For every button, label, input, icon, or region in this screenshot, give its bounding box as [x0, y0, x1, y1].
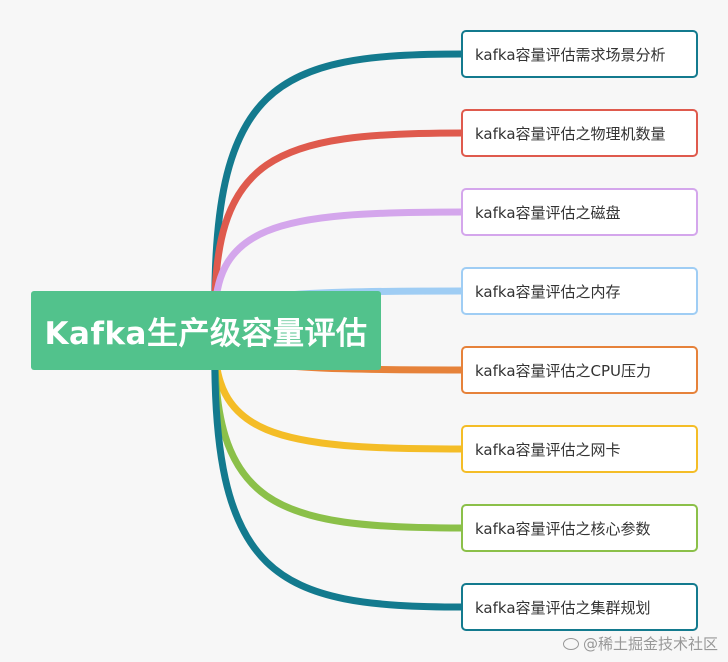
branch-node-3[interactable]: kafka容量评估之磁盘 — [461, 188, 698, 236]
branch-link-8 — [211, 326, 467, 611]
branch-link-2 — [211, 129, 467, 334]
branch-node-8[interactable]: kafka容量评估之集群规划 — [461, 583, 698, 631]
wechat-icon — [562, 637, 579, 650]
branch-node-2[interactable]: kafka容量评估之物理机数量 — [461, 109, 698, 157]
watermark: @稀土掘金技术社区 — [562, 633, 718, 654]
watermark-text: @稀土掘金技术社区 — [582, 635, 718, 653]
branch-node-5[interactable]: kafka容量评估之CPU压力 — [461, 346, 698, 394]
branch-node-7[interactable]: kafka容量评估之核心参数 — [461, 504, 698, 552]
branch-link-1 — [211, 50, 467, 334]
branch-node-6[interactable]: kafka容量评估之网卡 — [461, 425, 698, 473]
branch-node-1[interactable]: kafka容量评估需求场景分析 — [461, 30, 698, 78]
root-node[interactable]: Kafka生产级容量评估 — [31, 291, 381, 370]
branch-node-4[interactable]: kafka容量评估之内存 — [461, 267, 698, 315]
